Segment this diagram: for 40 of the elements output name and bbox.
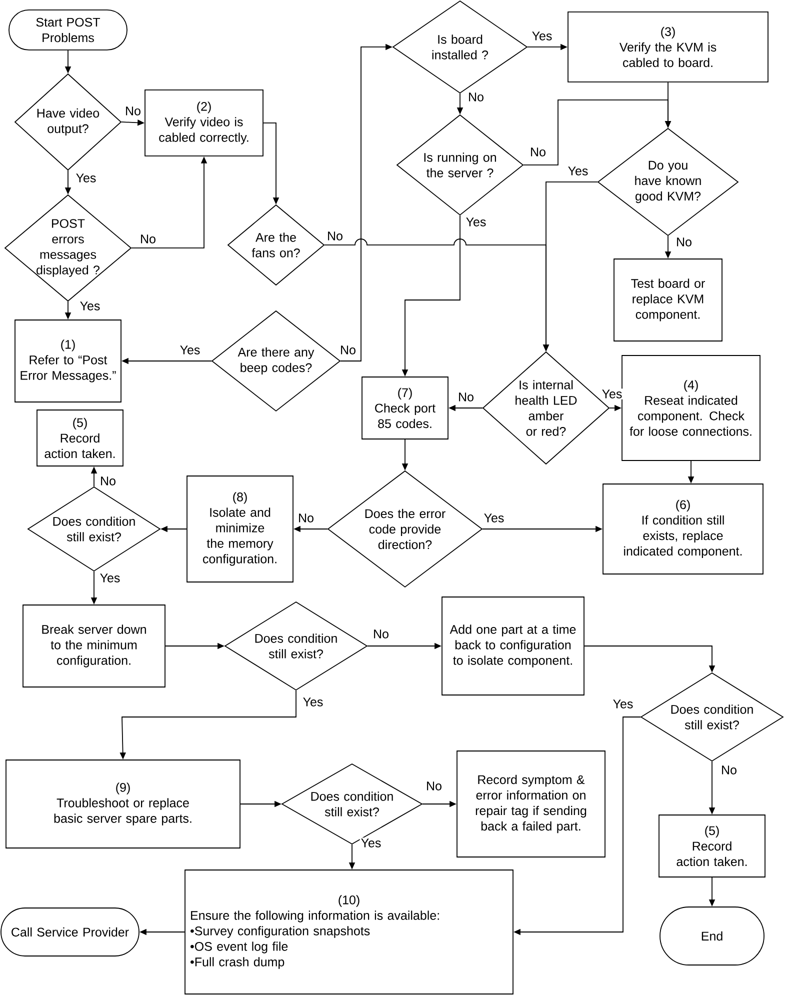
process-box: Record symptom & error information on repair tag if sending back a failed part. — [456, 750, 606, 858]
edge-label: Yes — [530, 30, 554, 42]
edge-label: No — [124, 106, 142, 116]
edge-label: Yes — [78, 300, 102, 312]
edge-label: Yes — [612, 698, 634, 710]
process-box: (3) Verify the KVM is cabled to board. — [568, 12, 768, 82]
process-box: (2) Verify video is cabled correctly. — [144, 90, 264, 156]
edge-label: Yes — [360, 838, 382, 848]
edge-label: No — [99, 476, 117, 486]
edge-label: No — [675, 236, 693, 248]
process-box: Test board or replace KVM component. — [614, 258, 722, 342]
process-box: (10) Ensure the following information is available: •Survey configuration snapshots •OS event log file •Full crash dump — [184, 870, 514, 994]
edge-label: No — [720, 764, 738, 776]
edge-label: No — [339, 344, 357, 356]
process-box: (4) Reseat indicated component. Check for loose connections. — [622, 355, 760, 461]
edge-label: No — [139, 234, 157, 244]
edge-label: No — [467, 92, 485, 102]
process-box: (6) If condition still exists, replace indicated component. — [602, 484, 764, 574]
process-box: (9) Troubleshoot or replace basic server spare parts. — [6, 760, 240, 848]
edge-label: Yes — [600, 388, 624, 400]
edge-label: Yes — [74, 172, 98, 184]
edge-label: No — [425, 780, 443, 792]
edge-label: Yes — [178, 344, 202, 356]
process-box: (5) Record action taken. — [658, 814, 766, 878]
edge-label: Yes — [302, 696, 324, 708]
process-box: Add one part at a time back to configuration to isolate component. — [442, 596, 584, 696]
process-box: Break server down to the minimum configuration. — [22, 604, 166, 688]
process-box: (5) Record action taken. — [36, 410, 124, 466]
edge-label: No — [326, 230, 344, 242]
edge-label: No — [372, 628, 390, 640]
edge-label: No — [297, 512, 315, 524]
edge-label: No — [457, 392, 475, 402]
edge-label: Yes — [464, 216, 488, 228]
edge-label: No — [529, 146, 547, 158]
process-box: (7) Check port 85 codes. — [362, 376, 448, 440]
edge-label: Yes — [98, 572, 122, 584]
edge-label: Yes — [482, 512, 506, 524]
process-box: (1) Refer to “Post Error Messages.” — [14, 320, 122, 402]
edge-label: Yes — [566, 166, 590, 176]
process-box: (8) Isolate and minimize the memory configuration. — [186, 476, 294, 582]
